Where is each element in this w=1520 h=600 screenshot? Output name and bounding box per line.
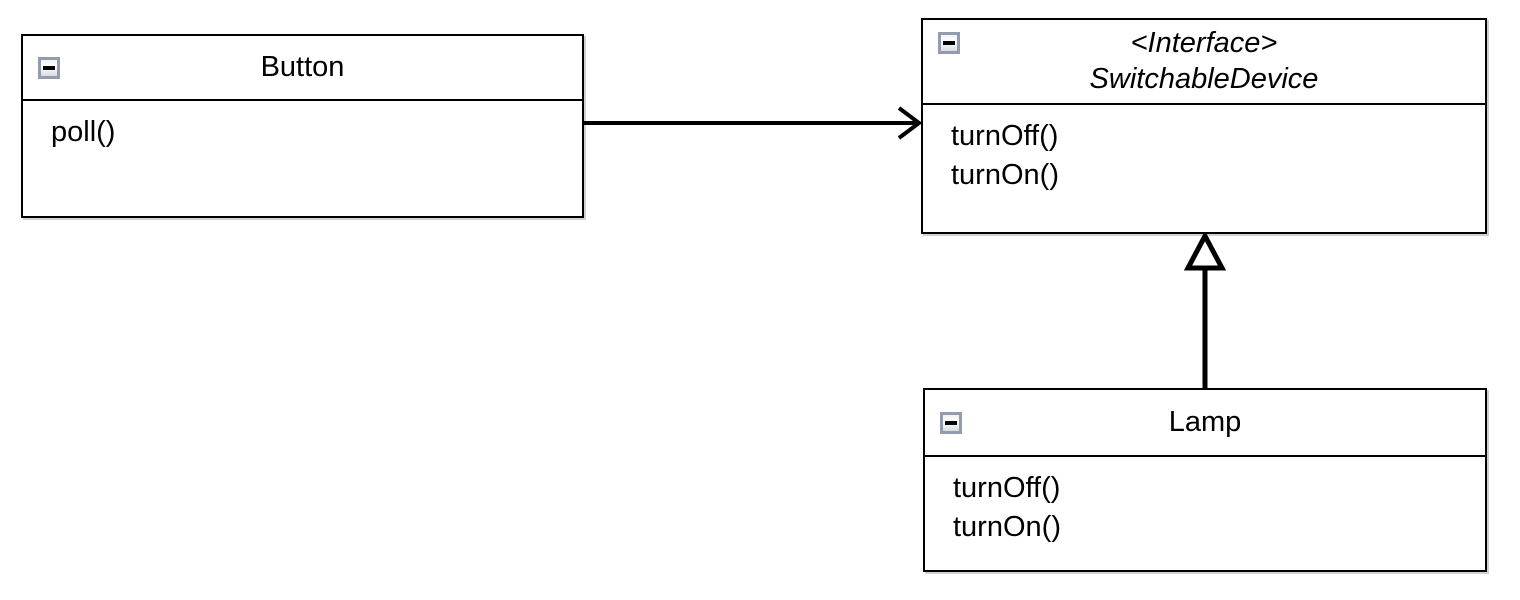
class-title-lamp: Lamp xyxy=(1168,405,1242,438)
class-title-button: Button xyxy=(260,50,345,83)
member-item: turnOff() xyxy=(951,120,1059,152)
class-members-lamp: turnOff() turnOn() xyxy=(925,457,1485,570)
class-members-switchable-device: turnOff() turnOn() xyxy=(923,105,1485,232)
member-item: turnOn() xyxy=(953,511,1061,543)
member-item: turnOn() xyxy=(951,159,1059,191)
class-title-switchable-device: <Interface> SwitchableDevice xyxy=(1089,26,1319,95)
association-button-to-switchabledevice[interactable] xyxy=(584,106,923,140)
class-header-lamp: Lamp xyxy=(925,390,1485,457)
minus-icon[interactable] xyxy=(38,56,60,79)
class-header-button: Button xyxy=(23,36,582,101)
hollow-triangle-icon xyxy=(1183,230,1227,271)
member-item: turnOff() xyxy=(953,472,1061,504)
minus-icon[interactable] xyxy=(940,411,962,434)
class-box-button[interactable]: Button poll() xyxy=(21,34,584,218)
member-item: poll() xyxy=(51,116,116,148)
minus-icon[interactable] xyxy=(938,32,960,54)
class-box-switchable-device[interactable]: <Interface> SwitchableDevice turnOff() t… xyxy=(921,18,1487,234)
class-members-button: poll() xyxy=(23,101,582,216)
generalization-lamp-to-switchabledevice[interactable] xyxy=(1183,230,1227,388)
class-box-lamp[interactable]: Lamp turnOff() turnOn() xyxy=(923,388,1487,572)
open-stick-arrow-icon xyxy=(897,106,923,140)
class-header-switchable-device: <Interface> SwitchableDevice xyxy=(923,20,1485,105)
